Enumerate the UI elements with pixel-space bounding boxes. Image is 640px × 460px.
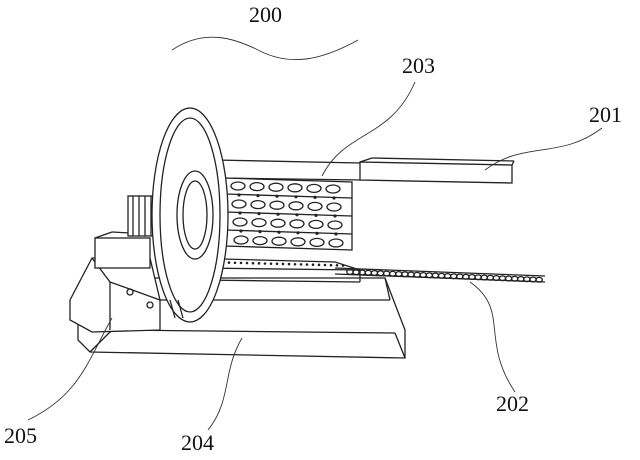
plate-hole	[308, 219, 324, 230]
leader-203	[321, 81, 416, 177]
leader-204	[207, 337, 243, 431]
chain-link	[376, 270, 385, 277]
strip-dot	[251, 261, 255, 265]
label-200: 200	[249, 2, 282, 27]
plate-hole	[232, 217, 248, 227]
chain-link	[413, 271, 421, 278]
plate-rivet	[315, 231, 319, 235]
plate-holes	[230, 181, 344, 248]
flywheel	[151, 107, 229, 323]
strip-dot	[281, 262, 285, 266]
plate-hole	[230, 181, 246, 191]
chain-link	[370, 269, 379, 277]
strip-dot	[263, 262, 267, 265]
chain-link	[364, 269, 373, 276]
plate-rivet	[256, 194, 260, 198]
plate-hole	[250, 199, 266, 210]
plate-hole	[268, 182, 284, 192]
strip-dot	[329, 263, 333, 267]
plate-rivet	[332, 196, 336, 200]
strip-dot	[323, 263, 327, 267]
chain-link	[394, 270, 403, 278]
plate-rivet	[276, 212, 280, 216]
plate-hole	[325, 184, 341, 194]
plate-hole	[269, 200, 285, 210]
slide-rail	[214, 157, 515, 184]
strip-dot	[257, 262, 261, 265]
chain-link	[382, 270, 391, 277]
chain-link	[407, 271, 415, 278]
plate-rivet	[333, 214, 337, 218]
strip-dot	[293, 262, 297, 266]
plate-hole	[249, 181, 265, 192]
strip-dot	[227, 261, 231, 264]
plate-hole	[307, 201, 323, 212]
plate-hole	[288, 201, 304, 211]
plate-rivet	[334, 232, 338, 236]
plate-rivet	[239, 229, 243, 233]
plate-hole	[271, 236, 287, 246]
leader-201	[484, 127, 603, 171]
plate-rivet	[294, 195, 298, 199]
chain-link	[425, 272, 434, 279]
label-204: 204	[181, 430, 214, 455]
plate-hole	[270, 218, 286, 228]
label-202: 202	[496, 391, 529, 416]
strip-dot	[341, 264, 345, 267]
plate-rivet	[314, 213, 318, 217]
label-201: 201	[589, 102, 622, 127]
label-203: 203	[402, 53, 435, 78]
leader-205	[27, 317, 113, 421]
plate-rivet	[313, 195, 317, 199]
plate-stack	[203, 177, 353, 267]
strip-dot	[305, 263, 309, 266]
leader-200	[171, 36, 359, 61]
plate-hole	[306, 183, 322, 194]
strip-dot	[311, 263, 315, 267]
strip-dot	[287, 262, 291, 266]
chain-link	[419, 271, 428, 279]
plate-hole	[328, 238, 344, 248]
plate-rivet	[277, 230, 281, 234]
plate-rivet	[295, 213, 299, 217]
plate-rivet	[275, 194, 279, 198]
plate-rivet	[296, 231, 300, 235]
plate-hole	[251, 217, 267, 228]
chain-link	[401, 271, 409, 278]
strip-dot	[245, 261, 249, 265]
chain	[346, 268, 543, 283]
strip-dot	[269, 262, 273, 265]
label-205: 205	[4, 423, 37, 448]
plate-hole	[231, 199, 247, 209]
plate-rivet	[238, 211, 242, 215]
strip-dot	[299, 263, 303, 266]
chain-link	[388, 270, 397, 277]
motor-block	[69, 231, 166, 333]
leader-202	[469, 281, 516, 393]
strip-dot	[233, 261, 237, 265]
plate-hole	[326, 202, 342, 212]
plate-hole	[327, 220, 343, 230]
plate-hole	[287, 183, 303, 193]
plate-hole	[233, 235, 249, 245]
plate-hole	[290, 237, 306, 247]
strip-dot	[317, 263, 321, 267]
strip-dot	[239, 261, 243, 265]
plate-hole	[309, 237, 325, 248]
plate-hole	[289, 219, 305, 229]
chain-link	[535, 276, 543, 283]
strip-dot	[275, 262, 279, 266]
plate-rivet	[258, 230, 262, 234]
strip-dot	[335, 264, 339, 267]
plate-hole	[252, 235, 268, 246]
plate-rivet	[237, 193, 241, 197]
plate-rivet	[257, 212, 261, 216]
